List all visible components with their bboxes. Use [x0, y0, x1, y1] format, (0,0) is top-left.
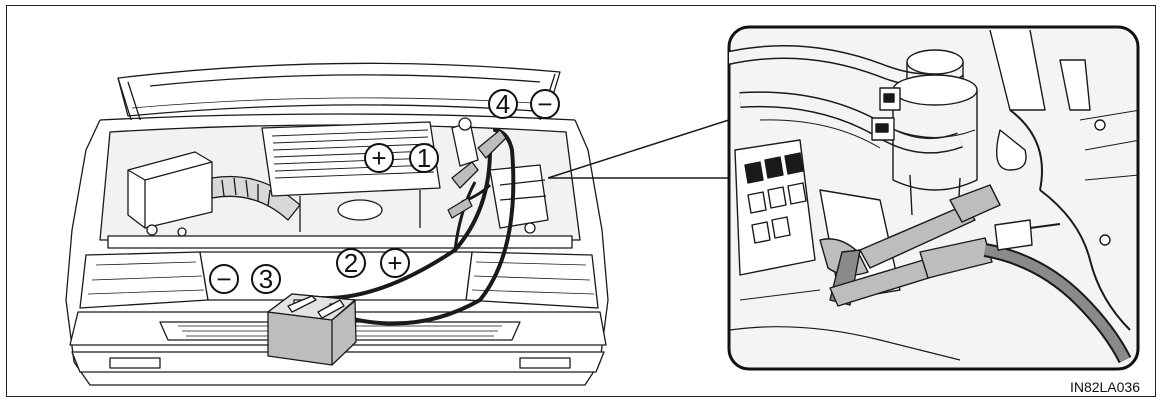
engine-cover [261, 121, 441, 197]
grille [199, 251, 473, 301]
callout-1: + 1 [364, 143, 439, 173]
callout-3-number: 3 [259, 264, 273, 294]
callout-4: 4 − [488, 89, 560, 119]
callout-1-polarity: + [371, 143, 386, 173]
callout-3-polarity: − [216, 264, 231, 294]
figure-code: IN82LA036 [1070, 379, 1140, 395]
engine-cover-ribs [271, 129, 435, 179]
inset-clamp-positive [819, 184, 1001, 306]
radiator-support [107, 235, 573, 249]
booster-battery [267, 293, 357, 366]
callout-4-number: 4 [496, 89, 510, 119]
callout-1-number: 1 [417, 143, 431, 173]
clamp-ground [451, 161, 479, 189]
jumper-cable-negative [326, 128, 516, 326]
headlight-right [465, 251, 599, 309]
inset-detail [727, 25, 1140, 371]
callout-2-number: 2 [344, 248, 358, 278]
callout-4-polarity: − [537, 89, 552, 119]
engine-bay-illustration [65, 62, 736, 386]
inset-fuse-block [734, 139, 816, 276]
inset-clamp-negative [829, 237, 1132, 364]
inset-leader [547, 117, 736, 179]
callout-2-polarity: + [387, 248, 402, 278]
oil-cap [337, 199, 383, 221]
clamp-positive [477, 129, 507, 159]
callout-2: 2 + [336, 248, 410, 278]
air-intake-duct [211, 175, 301, 221]
callout-3: − 3 [209, 264, 281, 294]
fuse-box [127, 151, 213, 229]
